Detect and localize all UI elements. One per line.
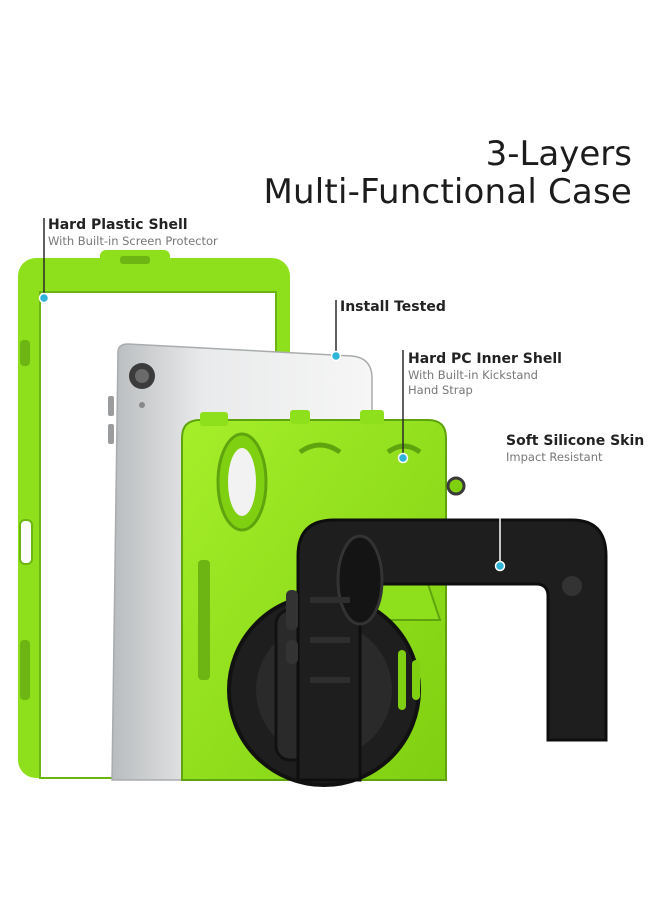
callout-install-tested: Install Tested: [340, 298, 446, 316]
callout-title: Hard PC Inner Shell: [408, 351, 562, 367]
headline-line-1: 3-Layers: [485, 134, 632, 174]
callout-markers: [38, 218, 506, 572]
callout-subtitle: Impact Resistant: [506, 450, 603, 464]
callout-soft-silicone-skin: Soft Silicone Skin Impact Resistant: [506, 432, 644, 465]
headline-line-2: Multi-Functional Case: [263, 172, 632, 213]
headline: 3-Layers Multi-Functional Case: [264, 135, 633, 211]
callout-subtitle: Hand Strap: [408, 383, 473, 397]
callout-hard-pc-inner-shell: Hard PC Inner Shell With Built-in Kickst…: [408, 350, 562, 398]
callout-title: Hard Plastic Shell: [48, 217, 188, 233]
callout-title: Soft Silicone Skin: [506, 433, 645, 449]
callout-subtitle: With Built-in Kickstand: [408, 368, 538, 382]
callout-hard-plastic-shell: Hard Plastic Shell With Built-in Screen …: [48, 216, 218, 249]
callout-title: Install Tested: [340, 299, 446, 315]
soft-silicone-skin: [286, 518, 608, 782]
callout-subtitle: With Built-in Screen Protector: [48, 234, 218, 248]
